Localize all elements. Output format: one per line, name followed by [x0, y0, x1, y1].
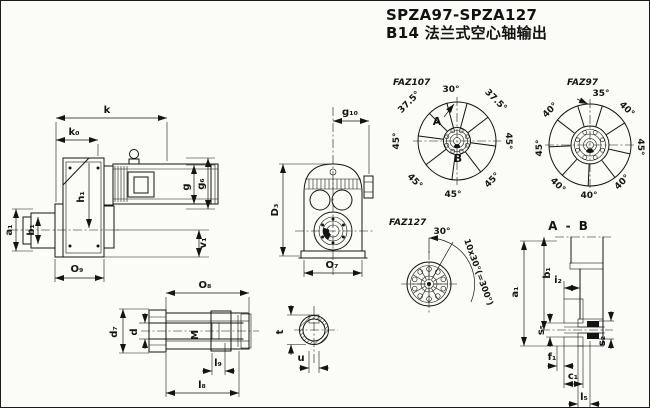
dim-label-o7: O₇ — [326, 260, 339, 271]
faz127-flange-view: FAZ127 30° 10x30°(=300°) — [389, 218, 495, 314]
faz107-angle-right: 45° — [503, 132, 513, 149]
dim-label-b1: b₁ — [26, 224, 37, 236]
front-view: D₃ g₁₀ O₇ — [270, 107, 375, 277]
dim-label-s2: s₂ — [597, 336, 608, 346]
output-hub — [313, 211, 353, 251]
faz107-angle-top-right: 37.5° — [482, 88, 508, 114]
title-model-range: SPZA97-SPZA127 — [386, 6, 538, 24]
faz107-angle-left: 45° — [392, 132, 402, 149]
faz107-mark-b: B — [454, 152, 462, 165]
dim-label-l5: l₅ — [580, 392, 588, 403]
title-description: B14 法兰式空心轴输出 — [386, 24, 548, 42]
dim-label-f1: f₁ — [548, 352, 557, 363]
page-title: SPZA97-SPZA127 B14 法兰式空心轴输出 — [386, 6, 547, 42]
faz107-angle-bottom: 45° — [444, 190, 461, 200]
dim-label-d: d — [129, 328, 140, 335]
dim-label-g: g — [181, 183, 192, 190]
faz97-angle-left: 45° — [535, 139, 545, 156]
dim-label-h1: h₁ — [76, 191, 87, 203]
faz97-angle-bottom: 40° — [580, 191, 597, 201]
faz97-flange-view: FAZ97 35° 40° 45° — [535, 78, 645, 201]
section-ab-view: A - B b₁ a₁ i₂ — [510, 219, 614, 407]
hollow-shaft-view: O₈ M d₇ d — [109, 280, 259, 397]
dim-label-o8: O₈ — [199, 280, 212, 291]
dim-label-d3: D₃ — [270, 204, 281, 217]
dim-label-sec-b1: b₁ — [542, 267, 553, 279]
eyebolt-icon — [129, 149, 139, 159]
faz107-angle-top: 30° — [442, 85, 459, 95]
dim-label-v1: v₁ — [198, 238, 209, 249]
dim-label-l8: l₈ — [198, 380, 206, 391]
dim-label-u: u — [297, 353, 304, 364]
side-view: k k₀ g g₆ h₁ a₁ b₁ — [4, 105, 219, 282]
faz97-angle-right: 45° — [635, 138, 645, 155]
dim-label-l9: l₉ — [214, 358, 222, 369]
dim-label-t: t — [275, 329, 286, 334]
faz107-flange-view: FAZ107 30° 37.5° 45° 4 — [392, 78, 513, 200]
faz107-angle-bottom-right: 45° — [483, 171, 502, 190]
dim-label-c1: c₁ — [568, 371, 578, 382]
faz97-angle-bottom-right: 40° — [613, 173, 632, 192]
housing-outline — [303, 163, 363, 252]
faz107-label: FAZ107 — [393, 78, 431, 88]
terminal-box — [127, 171, 155, 198]
faz127-arc-note: 10x30°(=300°) — [461, 238, 494, 308]
dim-label-g10: g₁₀ — [342, 107, 358, 118]
dim-label-d7: d₇ — [109, 326, 120, 338]
motor-body — [112, 163, 219, 205]
dim-label-a1: a₁ — [4, 224, 15, 235]
shaft-cross-section-view: t u — [275, 305, 338, 373]
faz127-angle-top: 30° — [433, 227, 450, 237]
dim-label-k0: k₀ — [68, 127, 79, 138]
faz97-label: FAZ97 — [567, 78, 599, 88]
faz97-angle-top-left: 40° — [541, 101, 560, 120]
gear-housing — [62, 157, 105, 258]
faz97-angle-top: 35° — [592, 89, 609, 99]
section-title: A - B — [548, 219, 590, 233]
faz107-mark-a: A — [433, 115, 442, 128]
dim-label-i2: i₂ — [554, 275, 562, 286]
dim-label-sec-a1: a₁ — [510, 286, 521, 297]
faz107-angle-top-left: 37.5° — [397, 90, 423, 116]
dim-label-m-thread: M — [190, 330, 201, 340]
faz107-angle-bottom-left: 45° — [405, 172, 424, 191]
dim-label-g6: g₆ — [196, 178, 207, 190]
faz97-angle-bottom-left: 40° — [548, 176, 567, 195]
dim-label-k: k — [104, 105, 111, 116]
dim-label-o9: O₉ — [71, 264, 84, 275]
dim-label-s5: s₅ — [536, 325, 547, 335]
faz127-label: FAZ127 — [389, 218, 427, 228]
